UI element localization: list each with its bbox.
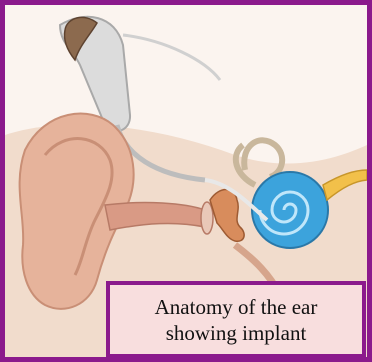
eardrum xyxy=(201,202,213,234)
caption-line-2: showing implant xyxy=(166,320,307,346)
cochlea xyxy=(252,172,328,248)
caption-box: Anatomy of the ear showing implant xyxy=(106,281,366,358)
caption-line-1: Anatomy of the ear xyxy=(155,294,318,320)
